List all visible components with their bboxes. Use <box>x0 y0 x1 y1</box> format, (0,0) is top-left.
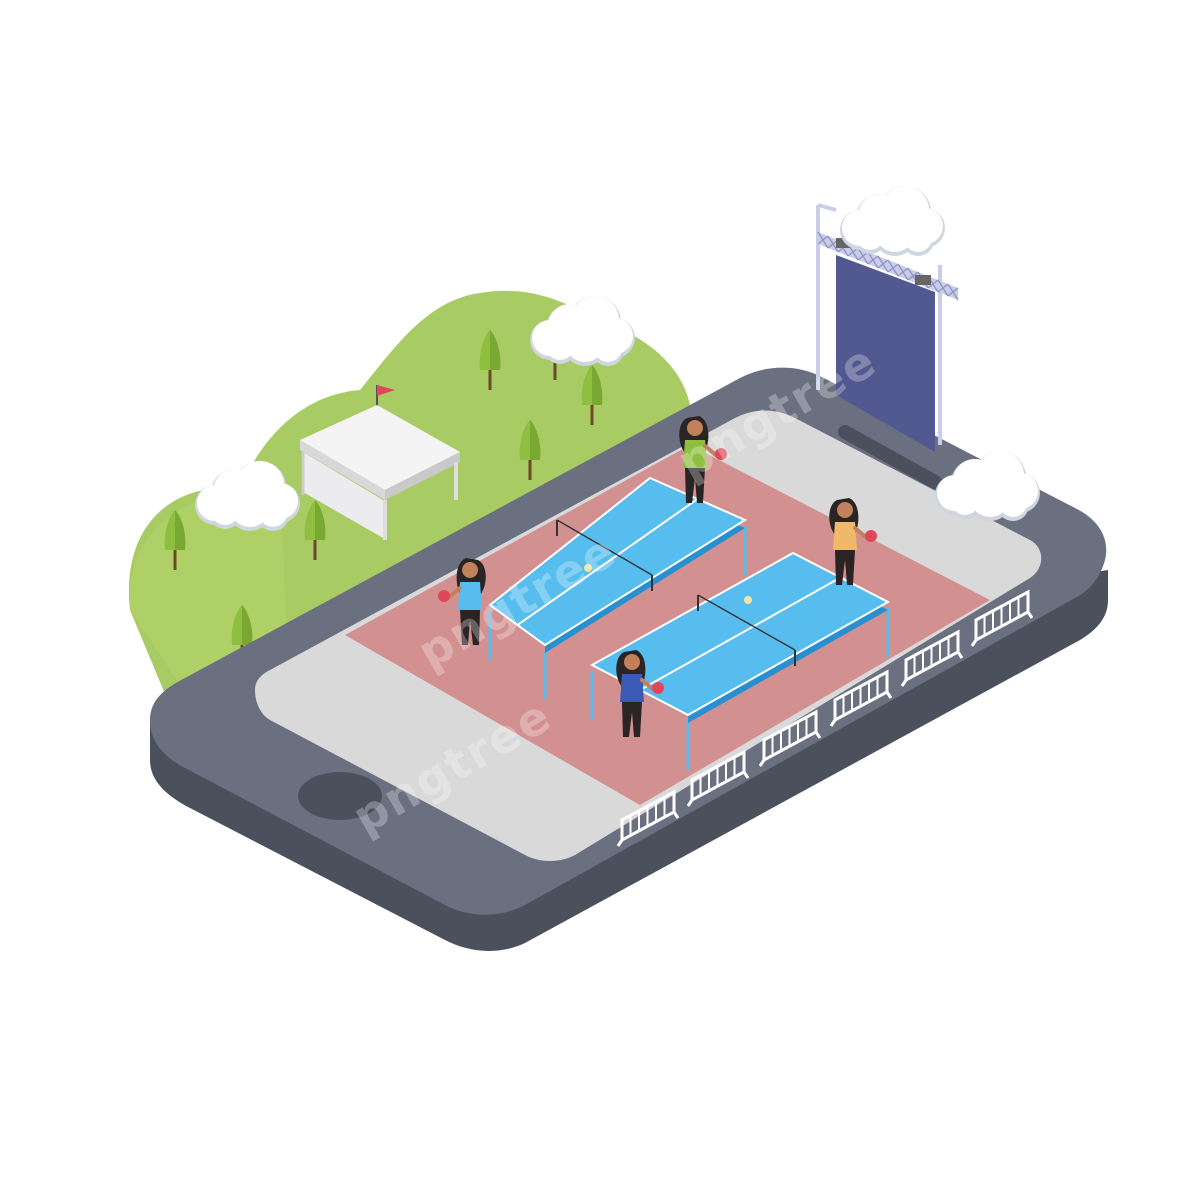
player <box>438 558 486 645</box>
barrier <box>900 629 964 687</box>
player-shirt <box>620 674 644 702</box>
player-shirt <box>833 522 857 550</box>
player-pants <box>460 610 480 645</box>
players <box>438 416 877 737</box>
flag-icon <box>377 385 395 396</box>
banner-stand <box>816 203 959 452</box>
ping-pong-table <box>488 476 748 700</box>
ping-pong-tables <box>488 476 891 770</box>
tree <box>164 510 186 570</box>
tree-group <box>164 320 603 665</box>
crowd-barriers <box>616 589 1034 847</box>
paddle-icon <box>652 682 664 694</box>
player-head <box>837 502 853 518</box>
phone-speaker <box>838 425 942 489</box>
cloud-icon <box>840 186 945 256</box>
player-head <box>687 420 703 436</box>
stage-light <box>915 275 931 285</box>
player-pants <box>835 550 855 585</box>
barrier <box>829 669 893 727</box>
player-head <box>624 654 640 670</box>
player-shirt <box>458 582 482 610</box>
player-shirt <box>683 440 707 468</box>
barrier <box>758 709 822 767</box>
cloud-icon <box>195 461 300 531</box>
stage-light <box>836 238 852 248</box>
player-pants <box>622 702 642 737</box>
ping-pong-table <box>589 551 891 770</box>
barrier <box>686 749 750 807</box>
banner <box>836 255 935 452</box>
tree <box>304 500 326 560</box>
ball <box>744 596 752 604</box>
player <box>679 416 727 503</box>
cloud-group <box>195 186 1040 531</box>
barrier <box>616 789 680 847</box>
cloud-icon <box>530 296 635 366</box>
tree <box>479 330 501 390</box>
paddle-icon <box>715 448 727 460</box>
paddle-icon <box>865 530 877 542</box>
ball <box>584 564 592 572</box>
player-pants <box>685 468 705 503</box>
player <box>829 498 877 585</box>
tree <box>581 365 603 425</box>
phone-home-button-icon <box>298 772 382 820</box>
paddle-icon <box>438 590 450 602</box>
table-net <box>697 594 796 651</box>
tree <box>519 420 541 480</box>
player <box>616 650 664 737</box>
table-net <box>556 519 653 576</box>
cloud-icon <box>935 451 1040 521</box>
tree <box>231 605 253 665</box>
white-tent <box>300 385 460 540</box>
barrier <box>970 589 1034 647</box>
player-head <box>462 562 478 578</box>
